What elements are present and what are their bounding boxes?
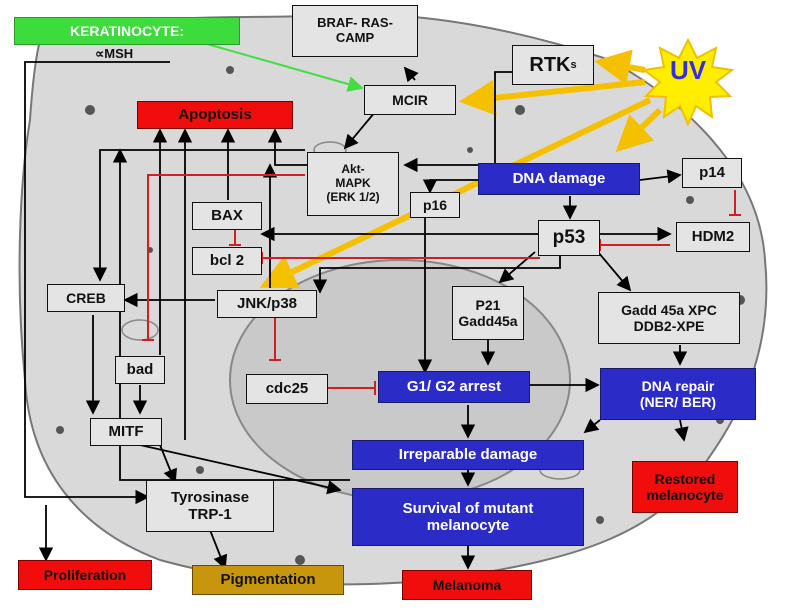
apoptosis-box: Apoptosis [137,101,293,129]
creb-box: CREB [47,284,125,312]
tyrosinase-to-pigmentation-arrow [209,529,228,570]
uv-label: UV [669,55,707,85]
gadd45-xpc-box: Gadd 45a XPC DDB2-XPE [598,292,740,344]
p21-gadd45a-box: P21 Gadd45a [452,286,524,340]
bad-box: bad [115,356,165,384]
tyrosinase-trp1-box: Tyrosinase TRP-1 [146,480,274,532]
irreparable-damage-box: Irreparable damage [352,440,584,470]
dna-damage-box: DNA damage [478,163,640,195]
amsh-label: ∝MSH [95,46,134,61]
inhibition-lines [142,174,741,395]
dna-to-p14-arrow [639,169,682,184]
mcir-to-braf-arrow [403,66,419,83]
bcl2-box: bcl 2 [192,247,262,275]
uv-sun-icon [641,37,735,127]
p16-box: p16 [410,192,460,218]
akt-to-apoptosis-arrow [267,128,310,166]
keratinocyte-box: KERATINOCYTE: [14,17,240,45]
rtks-label: RTK [529,53,571,76]
uv-to-rtks-arrow [594,49,646,85]
melanoma-box: Melanoma [402,570,532,600]
mitf-box: MITF [90,418,162,446]
proliferation-box: Proliferation [18,560,152,590]
uv-to-dna-arrow [615,107,663,153]
mcir-box: MCIR [364,85,456,115]
p53-to-p21-arrow [498,251,536,284]
repair-to-restored-arrow [674,419,689,442]
rtks-to-akt-arrow [403,71,512,173]
keratinocyte-to-mcir-arrow [199,41,364,92]
p53-box: p53 [538,220,600,256]
dna-repair-box: DNA repair (NER/ BER) [600,368,756,420]
akt-to-creb-arrow [92,149,305,282]
amsh-to-tyrosinase-arrow [24,61,170,505]
p14-box: p14 [682,158,742,188]
mitf-to-survival-arrow [139,444,342,495]
p53-to-gadd-arrow [597,251,632,292]
rtks-subscript: s [570,58,577,71]
cdc25-box: cdc25 [246,374,328,404]
mitf-to-tyrosinase-arrow [159,444,177,484]
g1-g2-arrest-box: G1/ G2 arrest [378,371,530,403]
restored-melanocyte-box: Restored melanocyte [632,461,738,513]
dna-to-p16-arrow [422,179,478,194]
pigmentation-box: Pigmentation [192,565,344,595]
bax-box: BAX [192,202,262,230]
hdm2-box: HDM2 [676,222,750,252]
jnk-p38-box: JNK/p38 [217,290,317,318]
akt-mapk-box: Akt- MAPK (ERK 1/2) [307,152,399,216]
mcir-to-akt-arrow [343,111,376,150]
repair-to-irreparable-arrow [583,418,601,434]
braf-ras-camp-box: BRAF- RAS- CAMP [292,5,418,57]
survival-mutant-melanocyte-box: Survival of mutant melanocyte [352,488,584,546]
